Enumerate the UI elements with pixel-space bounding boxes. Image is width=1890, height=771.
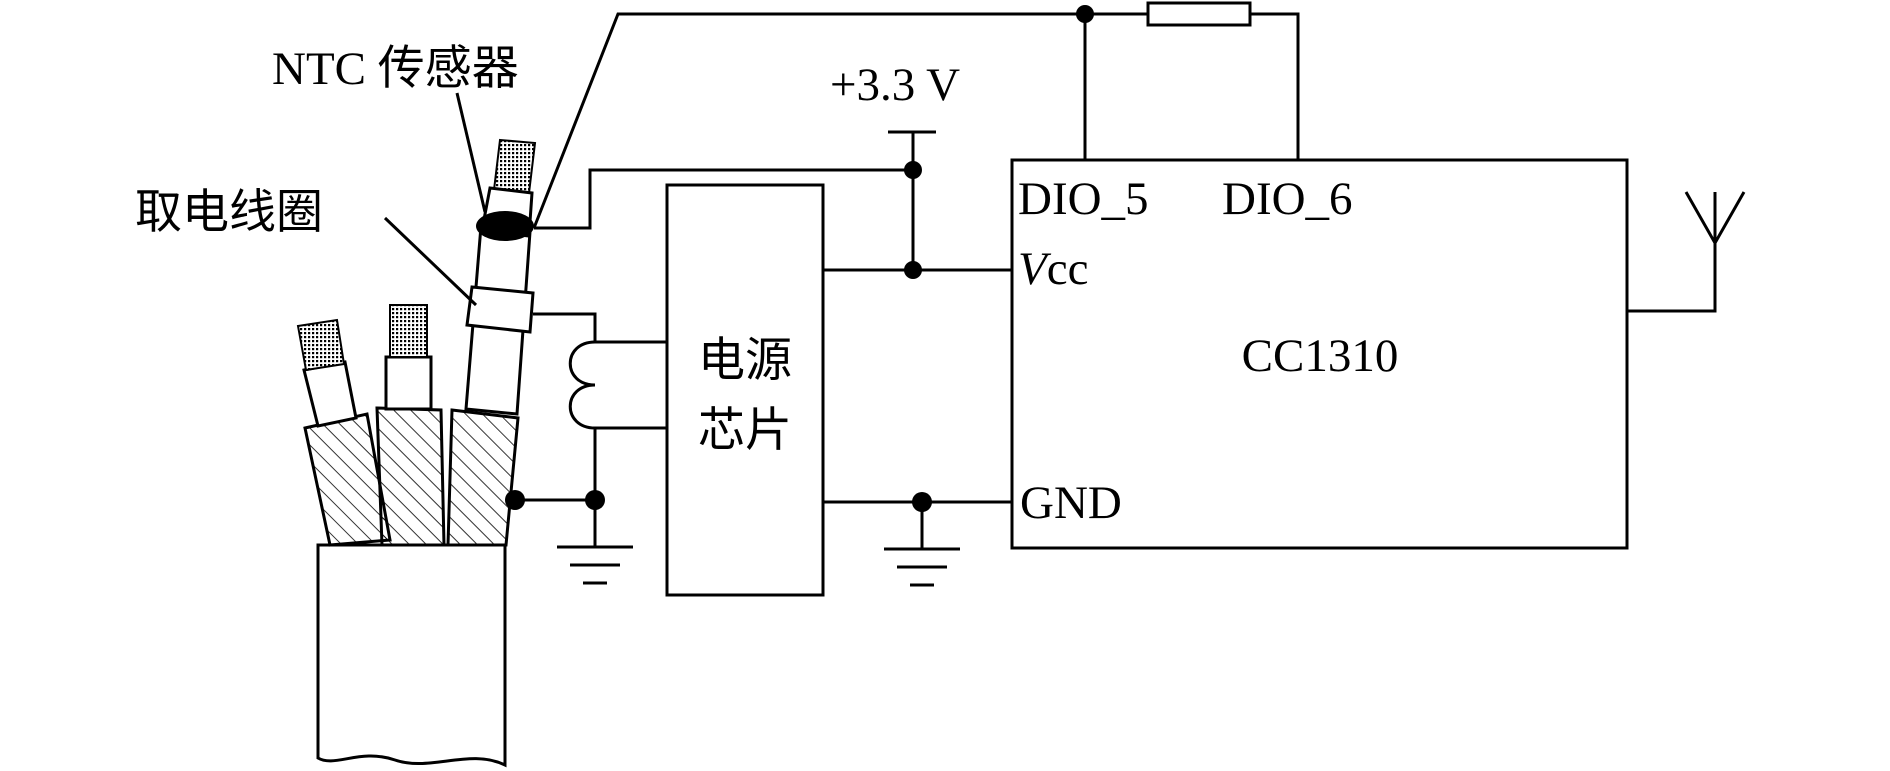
pickup-coil-symbol (568, 340, 597, 500)
conductor-middle-strands (389, 304, 428, 358)
resistor (1146, 1, 1252, 27)
mcu-box (1010, 158, 1629, 550)
wire-coil-top (533, 312, 597, 342)
power-chip-box (665, 183, 825, 597)
junction-dio5 (1076, 5, 1094, 23)
cable-core-middle (375, 406, 446, 547)
conductor-left (302, 360, 358, 428)
conductor-left-strands (296, 318, 346, 372)
pin-gnd-label: GND (1020, 477, 1122, 529)
power-chip-label-line2: 芯片 (698, 405, 792, 457)
pickup-coil-label: 取电线圈 (135, 187, 323, 239)
wiring (383, 1, 1746, 587)
cable-sheath (316, 543, 507, 768)
mcu-name-label: CC1310 (1242, 330, 1399, 382)
leader-ntc (455, 92, 487, 213)
pickup-coil-clamp (465, 285, 535, 334)
ground-symbol-left (557, 545, 633, 585)
power-cable (296, 138, 537, 768)
pin-vcc-cc: cc (1047, 243, 1089, 295)
power-chip-label-line1: 电源 (698, 335, 792, 387)
wire-ntc-top (532, 12, 1148, 229)
antenna-icon (1684, 191, 1746, 247)
junction-cable-ground (505, 490, 525, 510)
wire-antenna (1627, 192, 1717, 313)
pin-vcc-v: V (1018, 243, 1052, 295)
ntc-sensor-body (476, 211, 534, 241)
leader-coil (383, 216, 478, 307)
ntc-sensor-label: NTC 传感器 (272, 43, 519, 95)
cable-core-right (446, 408, 520, 547)
conductor-right-strands (492, 138, 537, 195)
pin-dio6-label: DIO_6 (1222, 173, 1353, 225)
junction-vcc (904, 261, 922, 279)
wire-ntc-vcc (534, 168, 913, 230)
conductor-middle (384, 355, 433, 411)
pin-vcc-label: Vcc (1018, 243, 1088, 295)
supply-voltage-label: +3.3 V (830, 59, 960, 111)
wire-resistor-dio6 (1250, 12, 1300, 160)
ground-symbol-right (884, 547, 960, 587)
pin-dio5-label: DIO_5 (1018, 173, 1149, 225)
junction-supply-top (904, 161, 922, 179)
